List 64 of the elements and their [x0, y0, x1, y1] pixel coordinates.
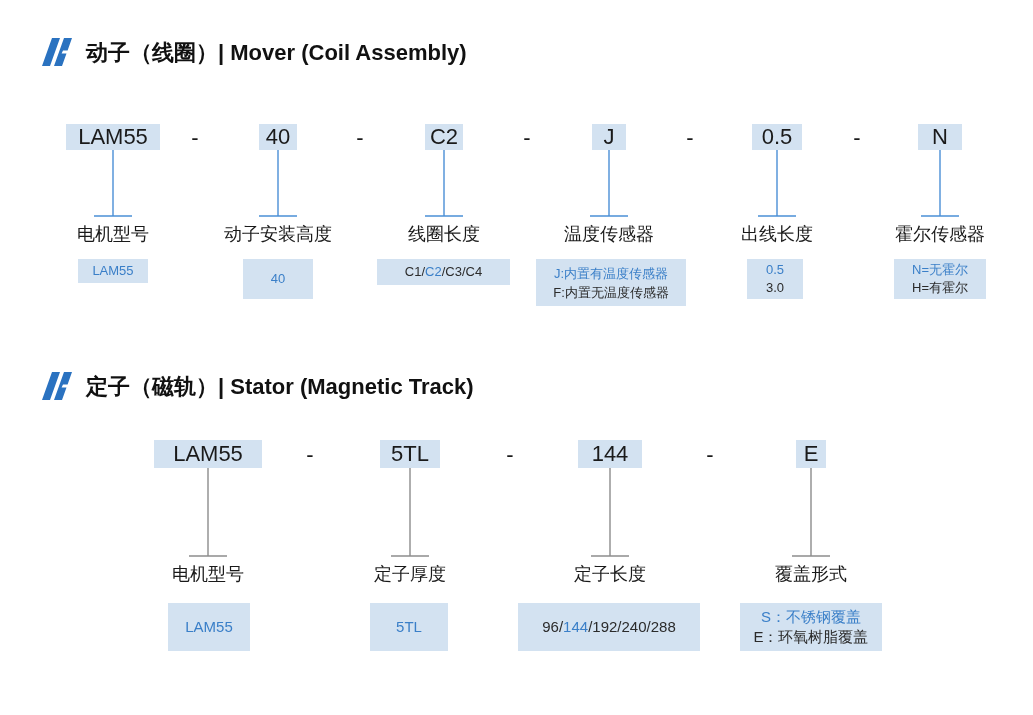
option-box [894, 259, 986, 299]
option-text: J:内置有温度传感器 [553, 264, 669, 283]
separator-dash: - [523, 125, 531, 151]
parameter-label: 电机型号 [77, 222, 149, 246]
separator-dash: - [686, 125, 694, 151]
section-heading: 定子（磁轨）| Stator (Magnetic Track) [86, 373, 474, 401]
parameter-label: 定子长度 [574, 562, 646, 586]
parameter-label: 霍尔传感器 [895, 222, 985, 246]
connector-line [390, 467, 430, 557]
option-text: C1/C2/C3/C4 [404, 263, 483, 281]
option-box [740, 603, 882, 651]
option-box [518, 603, 700, 651]
option-text: 40 [270, 270, 286, 288]
connector-line [757, 149, 797, 217]
connector-line [920, 149, 960, 217]
option-text: LAM55 [185, 617, 233, 637]
code-segment: 144 [578, 440, 642, 468]
separator-dash: - [853, 125, 861, 151]
option-box [536, 259, 686, 306]
option-box [78, 259, 148, 283]
code-segment: LAM55 [66, 124, 160, 150]
parameter-label: 出线长度 [741, 222, 813, 246]
parameter-label: 覆盖形式 [775, 562, 847, 586]
separator-dash: - [306, 442, 314, 468]
option-text: 0.5 [765, 261, 785, 279]
option-text: 96/144/192/240/288 [542, 617, 676, 637]
option-text: 5TL [396, 617, 422, 637]
section-heading: 动子（线圈）| Mover (Coil Assembly) [86, 39, 467, 67]
code-segment: 0.5 [752, 124, 802, 150]
option-text: 3.0 [765, 279, 785, 297]
option-box [370, 603, 448, 651]
parameter-label: 电机型号 [172, 562, 244, 586]
parameter-label: 线圈长度 [408, 222, 480, 246]
option-box [243, 259, 313, 299]
code-segment: 40 [259, 124, 297, 150]
option-text: F:内置无温度传感器 [553, 283, 669, 302]
connector-line [590, 467, 630, 557]
option-text: N=无霍尔 [912, 261, 968, 279]
code-segment: J [592, 124, 626, 150]
option-text: E：环氧树脂覆盖 [753, 627, 869, 647]
separator-dash: - [706, 442, 714, 468]
code-segment: 5TL [380, 440, 440, 468]
option-box [377, 259, 510, 285]
separator-dash: - [191, 125, 199, 151]
connector-line [258, 149, 298, 217]
separator-dash: - [506, 442, 514, 468]
separator-dash: - [356, 125, 364, 151]
option-box [747, 259, 803, 299]
connector-line [188, 467, 228, 557]
option-text: H=有霍尔 [912, 279, 968, 297]
connector-line [424, 149, 464, 217]
code-segment: E [796, 440, 826, 468]
connector-line [791, 467, 831, 557]
option-text: LAM55 [92, 262, 134, 280]
code-segment: C2 [425, 124, 463, 150]
code-segment: LAM55 [154, 440, 262, 468]
parameter-label: 定子厚度 [374, 562, 446, 586]
parameter-label: 动子安装高度 [224, 222, 332, 246]
connector-line [589, 149, 629, 217]
code-segment: N [918, 124, 962, 150]
option-box [168, 603, 250, 651]
parameter-label: 温度传感器 [564, 222, 654, 246]
connector-line [93, 149, 133, 217]
option-text: S：不锈钢覆盖 [761, 607, 861, 627]
